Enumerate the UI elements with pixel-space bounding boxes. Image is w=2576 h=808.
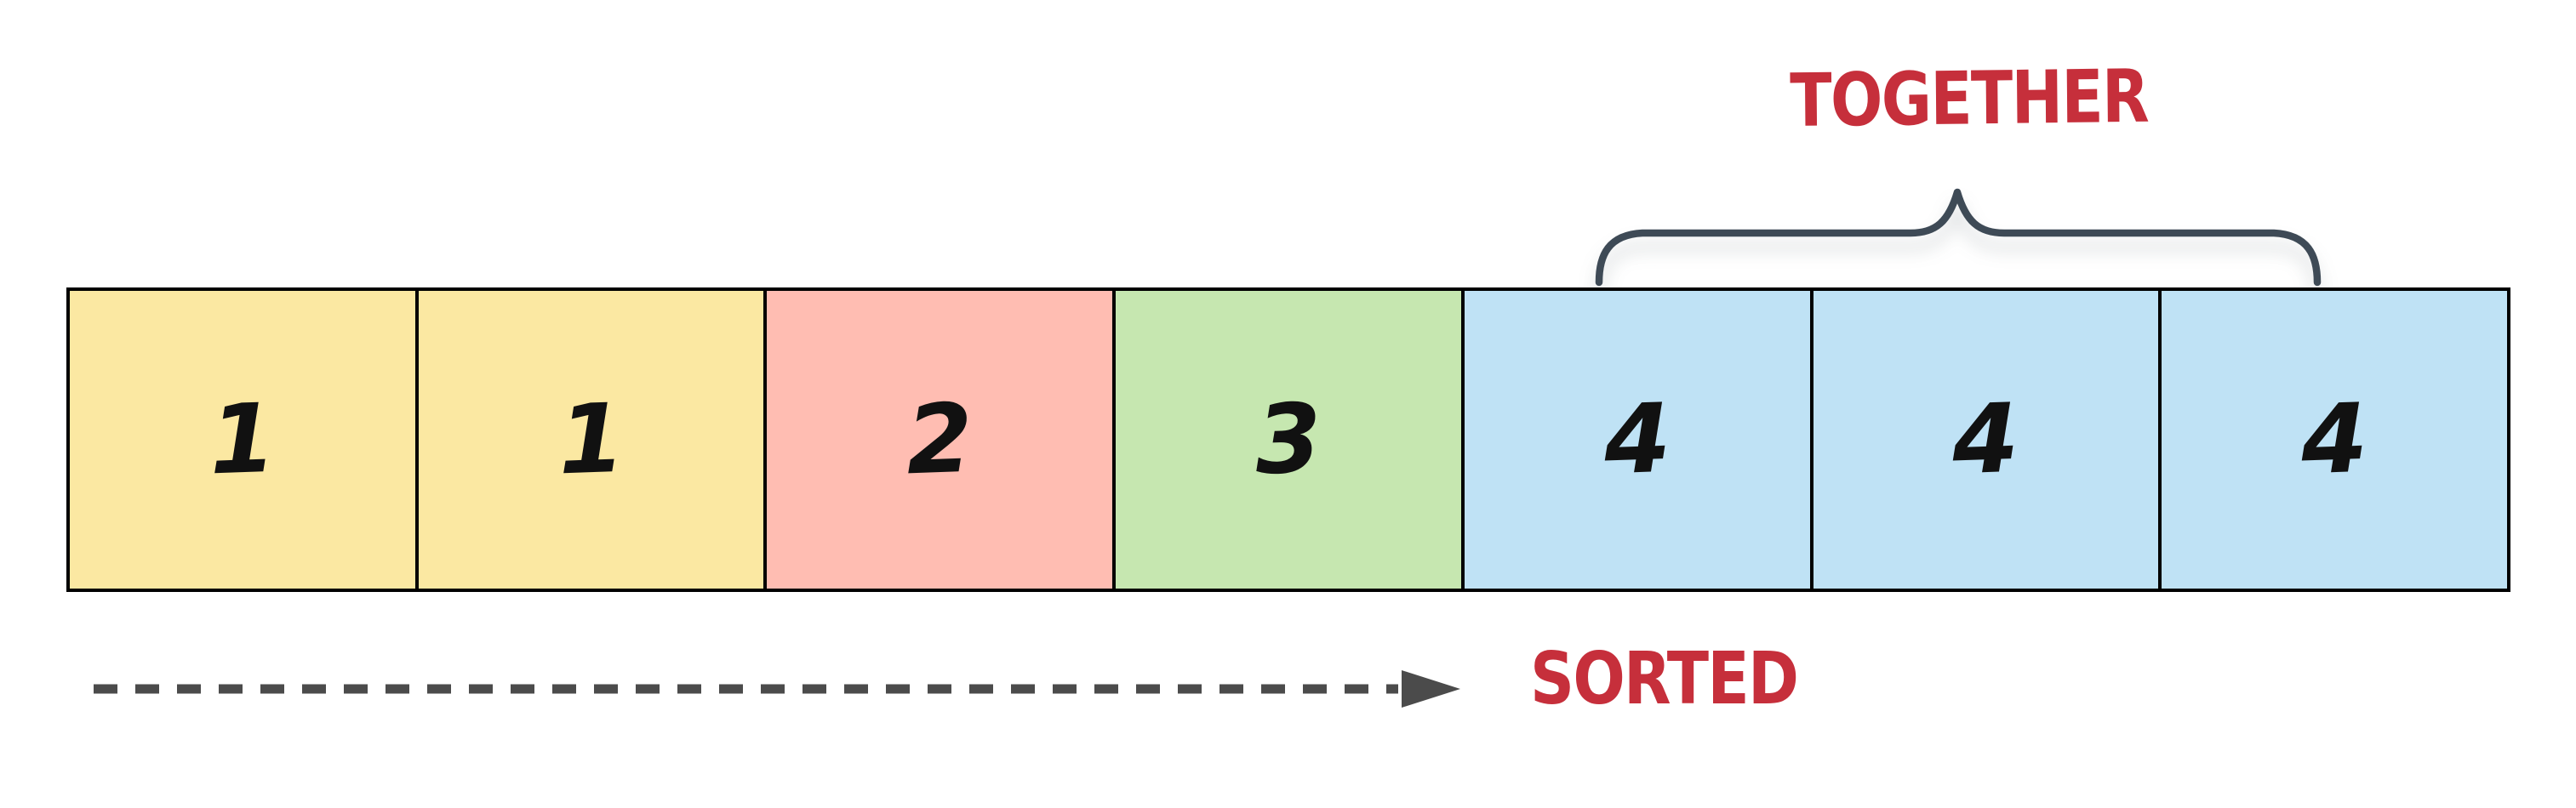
- cell-value: 3: [1253, 383, 1324, 497]
- array: 1 1 2 3 4 4 4: [66, 287, 2510, 592]
- array-cell-1: 1: [70, 291, 419, 589]
- cell-value: 4: [1602, 383, 1672, 497]
- array-cell-2: 1: [418, 291, 768, 589]
- brace-path: [1595, 188, 2322, 287]
- array-cell-5: 4: [1464, 291, 1813, 589]
- cell-value: 1: [207, 383, 278, 497]
- cell-value: 1: [556, 383, 626, 497]
- brace-icon: [1595, 188, 2322, 287]
- array-cell-3: 2: [767, 291, 1117, 589]
- array-cell-7: 4: [2162, 291, 2508, 589]
- together-label: TOGETHER: [1789, 54, 2149, 144]
- array-cell-6: 4: [1813, 291, 2162, 589]
- sorted-label: SORTED: [1530, 637, 1799, 721]
- sorted-arrow-head: [1402, 670, 1460, 708]
- cell-value: 2: [905, 383, 975, 497]
- array-cell-4: 3: [1116, 291, 1465, 589]
- cell-value: 4: [1951, 383, 2021, 497]
- sorted-arrow-icon: [94, 670, 1460, 708]
- cell-value: 4: [2299, 383, 2370, 497]
